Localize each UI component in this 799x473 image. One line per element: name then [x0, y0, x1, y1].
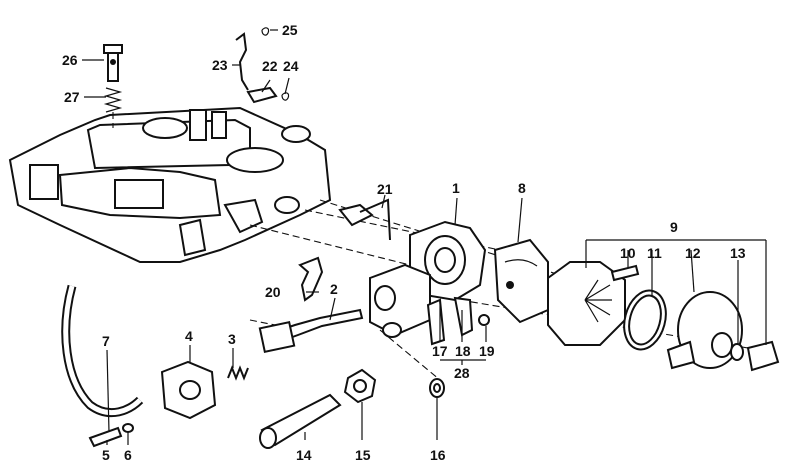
nozzle-14: [259, 393, 342, 449]
callout-11: 11: [647, 245, 662, 261]
hose-7: [61, 284, 144, 418]
screw-26: [103, 44, 123, 82]
carburetor-body: [8, 106, 332, 263]
washer-6: [122, 423, 134, 433]
shaft-2: [258, 308, 364, 354]
callout-8: 8: [518, 180, 526, 196]
callout-27: 27: [64, 89, 80, 105]
callout-20: 20: [265, 284, 281, 300]
callout-25: 25: [282, 22, 298, 38]
callout-2: 2: [330, 281, 338, 297]
screw-10: [610, 264, 640, 282]
callout-13: 13: [730, 245, 746, 261]
callout-18: 18: [455, 343, 471, 359]
callout-19: 19: [479, 343, 495, 359]
callout-10: 10: [620, 245, 636, 261]
diaphragm-8: [493, 238, 549, 324]
callout-28: 28: [454, 365, 470, 381]
lever-20: [298, 256, 324, 302]
cover-4: [160, 360, 217, 420]
callout-5: 5: [102, 447, 110, 463]
screw-5: [88, 426, 123, 448]
callout-15: 15: [355, 447, 371, 463]
callout-24: 24: [283, 58, 299, 74]
pump-body: [369, 263, 431, 338]
callout-17: 17: [432, 343, 448, 359]
linkage-23: [235, 32, 249, 91]
callout-4: 4: [185, 328, 193, 344]
gasket-11: [623, 289, 667, 351]
spring-27: [103, 87, 123, 113]
callout-12: 12: [685, 245, 701, 261]
clip-19: [478, 314, 490, 326]
callout-6: 6: [124, 447, 132, 463]
callout-3: 3: [228, 331, 236, 347]
callout-9: 9: [670, 219, 678, 235]
callout-23: 23: [212, 57, 228, 73]
nut-15: [343, 368, 377, 404]
callout-7: 7: [102, 333, 110, 349]
lever-22: [246, 86, 278, 104]
callout-labels: 1 2 3 4 5 6 7 8 9 10 11 12 13 14 15 16 1…: [62, 22, 746, 463]
washer-13: [730, 343, 744, 361]
washer-16: [429, 378, 445, 398]
cap-12: [666, 291, 743, 370]
lever-21: [338, 198, 391, 241]
callout-16: 16: [430, 447, 446, 463]
pin-17: [426, 298, 446, 346]
callout-22: 22: [262, 58, 278, 74]
callout-26: 26: [62, 52, 78, 68]
housing-1: [409, 220, 487, 302]
callout-14: 14: [296, 447, 312, 463]
leader-lines: [82, 29, 767, 445]
lever-18: [453, 296, 474, 337]
clip-25: [261, 27, 270, 36]
bolt-9: [746, 340, 780, 372]
spring-3: [227, 365, 249, 381]
callout-1: 1: [452, 180, 460, 196]
callout-21: 21: [377, 181, 393, 197]
